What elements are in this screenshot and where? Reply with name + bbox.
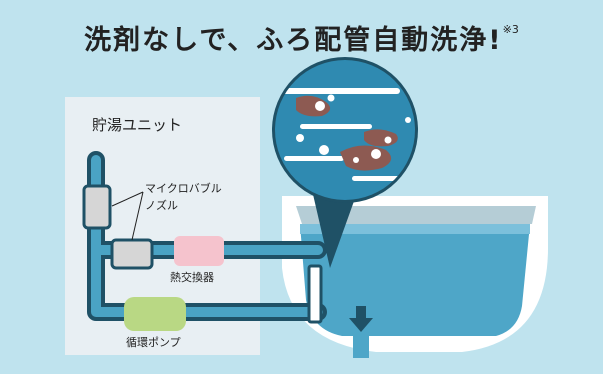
drain-pipe [353,336,369,358]
nozzle-upper [82,184,112,230]
headline-text: 洗剤なしで、ふろ配管自動洗浄! [84,25,503,56]
bubble-icon [296,94,411,163]
down-arrow-icon [349,306,373,332]
footnote-mark: ※3 [502,23,519,36]
bathtub-rim-shadow [296,206,536,224]
nozzle-lower [110,238,154,270]
circulation-pump [124,297,186,331]
nozzle-label: マイクロバブル ノズル [145,180,222,214]
pump-label: 循環ポンプ [126,336,181,349]
magnifier-bubble-icon [272,57,418,268]
storage-unit-title: 貯湯ユニット [92,116,183,134]
nozzle-label-line1: マイクロバブル [145,182,222,195]
bathtub [282,196,548,358]
nozzle-label-line2: ノズル [145,199,178,212]
headline: 洗剤なしで、ふろ配管自動洗浄!※3 [0,18,603,57]
nozzle-leader-lines [111,191,144,241]
tub-outlet [307,264,323,324]
heat-exchanger [174,236,224,266]
water-surface [300,224,530,234]
heat-exchanger-label: 熱交換器 [170,271,214,284]
